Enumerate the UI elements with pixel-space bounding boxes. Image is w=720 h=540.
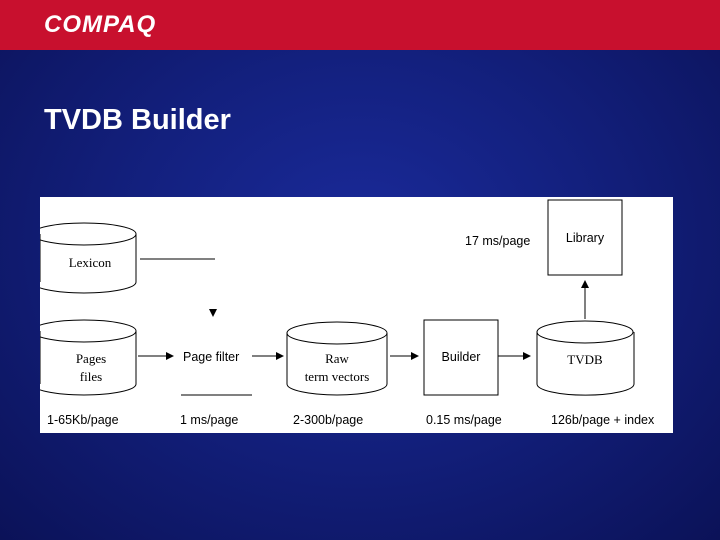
raw-label-line2: term vectors — [305, 369, 370, 384]
pages-files-database: Pages files — [40, 319, 137, 396]
tvdb-database: TVDB — [536, 320, 635, 396]
metric-raw-size: 2-300b/page — [293, 413, 363, 427]
builder-label: Builder — [442, 350, 481, 364]
pages-files-label-line1: Pages — [76, 351, 106, 366]
library-time-annotation: 17 ms/page — [465, 234, 530, 248]
builder-process: Builder — [423, 319, 499, 396]
lexicon-database: Lexicon — [40, 222, 137, 294]
diagram-canvas: Lexicon Pages files Page filter — [40, 199, 655, 427]
library-box — [547, 199, 623, 276]
compaq-logo: COMPAQ — [44, 11, 157, 38]
metric-pages-size: 1-65Kb/page — [47, 413, 119, 427]
page-filter-label: Page filter — [183, 350, 239, 364]
metric-tvdb-size: 126b/page + index — [551, 413, 655, 427]
header-bar: COMPAQ — [0, 0, 720, 50]
pages-files-label-line2: files — [80, 369, 102, 384]
architecture-diagram: Lexicon Pages files Page filter — [40, 197, 673, 433]
metric-filter-time: 1 ms/page — [180, 413, 238, 427]
lexicon-to-filter-arrow — [209, 309, 217, 317]
library-label: Library — [566, 231, 605, 245]
library-component: Library — [547, 199, 623, 276]
metrics-row: 1-65Kb/page 1 ms/page 2-300b/page 0.15 m… — [47, 413, 655, 427]
lexicon-label: Lexicon — [69, 255, 112, 270]
slide-title: TVDB Builder — [44, 104, 231, 136]
builder-box — [423, 319, 499, 396]
metric-builder-time: 0.15 ms/page — [426, 413, 502, 427]
raw-term-vectors-database: Raw term vectors — [286, 321, 388, 396]
raw-label-line1: Raw — [325, 351, 349, 366]
page-filter-process: Page filter — [181, 350, 252, 396]
tvdb-label: TVDB — [567, 352, 603, 367]
